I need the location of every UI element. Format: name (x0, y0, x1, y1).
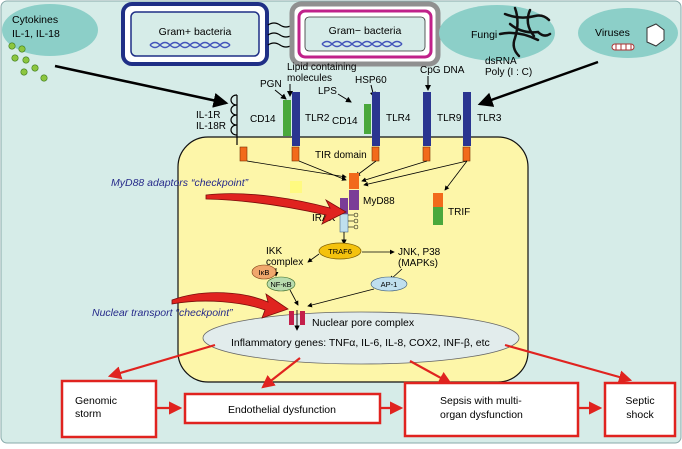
ikk-label-line1: IKK (266, 246, 282, 257)
genomic-storm-line2: storm (75, 408, 102, 420)
virus-capsid-icon (646, 23, 665, 47)
nuclear-pore-left (289, 311, 294, 325)
genomic-storm-line1: Genomic (75, 395, 117, 407)
nuclear-pore-label: Nuclear pore complex (312, 317, 415, 329)
ikb-label: IκB (259, 268, 270, 277)
endothelial-label: Endothelial dysfunction (228, 404, 336, 416)
cytokines-oval (2, 4, 98, 56)
jnk-label-line2: (MAPKs) (398, 258, 438, 269)
nucleus-oval (202, 311, 520, 365)
tlr3-label: TLR3 (477, 113, 502, 124)
inflammatory-genes-label: Inflammatory genes: TNFα, IL-6, IL-8, CO… (231, 337, 490, 349)
trif-orange-block (433, 193, 443, 207)
nfkb-label: NF-κB (270, 280, 291, 289)
sepsis-line1: Sepsis with multi- (440, 395, 522, 407)
cd14-a-label: CD14 (250, 114, 276, 125)
tlr3-bar (463, 92, 471, 146)
virus-rna-icon (611, 43, 635, 51)
lipid-label-line1: Lipid containing (287, 62, 357, 73)
tlr9-label: TLR9 (437, 113, 462, 124)
irak-label: IRAK (312, 213, 336, 224)
tlr9-bar (423, 92, 431, 146)
septic-shock-line1: Septic (625, 395, 654, 407)
myd88-checkpoint-label: MyD88 adaptors “checkpoint” (111, 177, 249, 189)
tlr4-bar (372, 92, 380, 146)
phospho-groups (348, 212, 359, 230)
cd14-a-bar (283, 100, 291, 136)
genomic-storm-box (60, 379, 158, 439)
tir-to-myd88-arrows (246, 160, 468, 191)
fungi-hyphae-icon (498, 6, 552, 58)
cd14-b-label: CD14 (332, 116, 358, 127)
viruses-oval (578, 8, 678, 58)
trif-label: TRIF (448, 207, 470, 218)
endothelial-box (183, 392, 382, 425)
viruses-label: Viruses (595, 27, 630, 39)
sepsis-box (403, 381, 580, 438)
il18r-label: IL-18R (196, 121, 226, 132)
tir-domain-label: TIR domain (315, 150, 367, 161)
cytokines-label-line2: IL-1, IL-18 (12, 28, 60, 40)
hsp60-label: HSP60 (355, 75, 387, 86)
cd14-b-bar (364, 104, 371, 134)
nuclear-checkpoint-label: Nuclear transport “checkpoint” (92, 307, 233, 319)
sepsis-line2: organ dysfunction (440, 409, 523, 421)
gram-negative-label: Gram− bacteria (329, 25, 402, 37)
myd88-purple-block (349, 190, 359, 210)
traf6-label: TRAF6 (328, 247, 352, 256)
dsrna-label-line1: dsRNA (485, 56, 517, 67)
trif-green-block (433, 207, 443, 225)
myd88-orange-block (349, 173, 359, 189)
irak-purple-block (340, 198, 348, 214)
nuclear-pore-right (300, 311, 305, 325)
bacteria-connector (267, 22, 293, 48)
myd88-checkpoint-arrow (205, 193, 347, 225)
ikk-label-line2: complex (266, 257, 303, 268)
tlr2-label: TLR2 (305, 113, 330, 124)
fungi-oval (439, 5, 555, 61)
ikb-oval (251, 264, 277, 280)
checkpoint-highlight (290, 181, 302, 193)
jnk-label-line1: JNK, P38 (398, 247, 441, 258)
dsrna-label-line2: Poly (I : C) (485, 67, 532, 78)
ap1-label: AP-1 (381, 280, 398, 289)
ap1-oval (370, 276, 408, 292)
traf6-oval (318, 242, 362, 260)
cpg-label: CpG DNA (420, 65, 465, 76)
cytokines-label-line1: Cytokines (12, 14, 58, 26)
myd88-label: MyD88 (363, 196, 395, 207)
cytokine-to-receptor-arrow (54, 64, 229, 108)
tlr2-bar (292, 92, 300, 146)
irak-blue-block (339, 213, 349, 233)
outcome-arrows (107, 343, 633, 415)
cytokine-dots (8, 42, 48, 82)
tlr4-label: TLR4 (386, 113, 411, 124)
nuclear-checkpoint-arrow (171, 292, 289, 319)
fungi-label: Fungi (471, 29, 497, 41)
lps-label: LPS (318, 86, 337, 97)
pgn-label: PGN (260, 79, 282, 90)
nfkb-oval (266, 276, 296, 292)
virus-to-receptor-arrow (477, 60, 599, 107)
lipid-label-line2: molecules (287, 73, 332, 84)
gram-positive-label: Gram+ bacteria (159, 26, 232, 38)
septic-shock-box (603, 381, 677, 438)
septic-shock-line2: shock (626, 409, 654, 421)
il1r-label: IL-1R (196, 110, 220, 121)
